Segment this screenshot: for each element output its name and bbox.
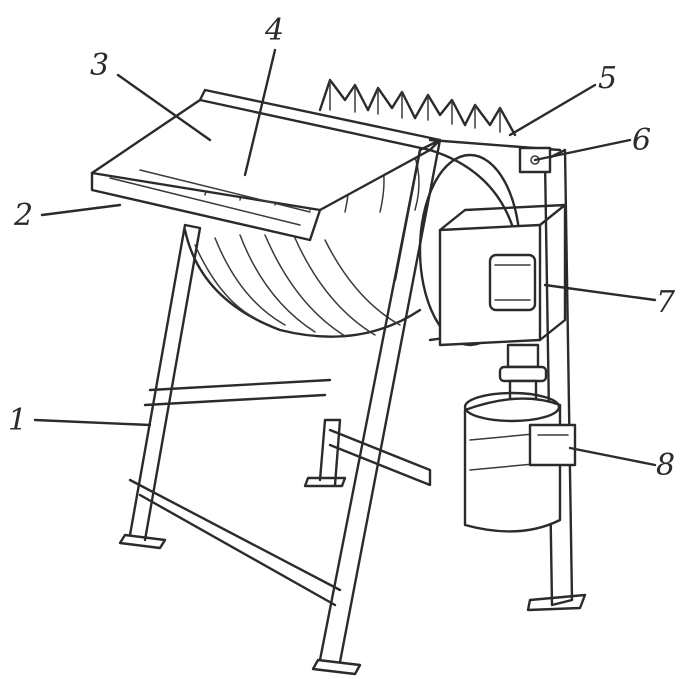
motor	[463, 391, 577, 533]
hopper	[90, 88, 442, 242]
callout-2: 2	[13, 198, 33, 233]
callout-3: 3	[90, 48, 109, 83]
callout-1: 1	[8, 403, 27, 438]
callout-7: 7	[656, 285, 676, 320]
teeth-row	[318, 78, 517, 137]
callout-labels: 1 2 3 4 5 6 7 8	[8, 13, 676, 483]
coupling	[498, 343, 548, 401]
leader-lines	[33, 48, 657, 467]
frame	[118, 138, 587, 676]
callout-6: 6	[632, 123, 651, 158]
callout-5: 5	[598, 61, 617, 96]
gearbox	[438, 203, 567, 347]
callout-4: 4	[264, 13, 284, 48]
callout-8: 8	[656, 448, 675, 483]
